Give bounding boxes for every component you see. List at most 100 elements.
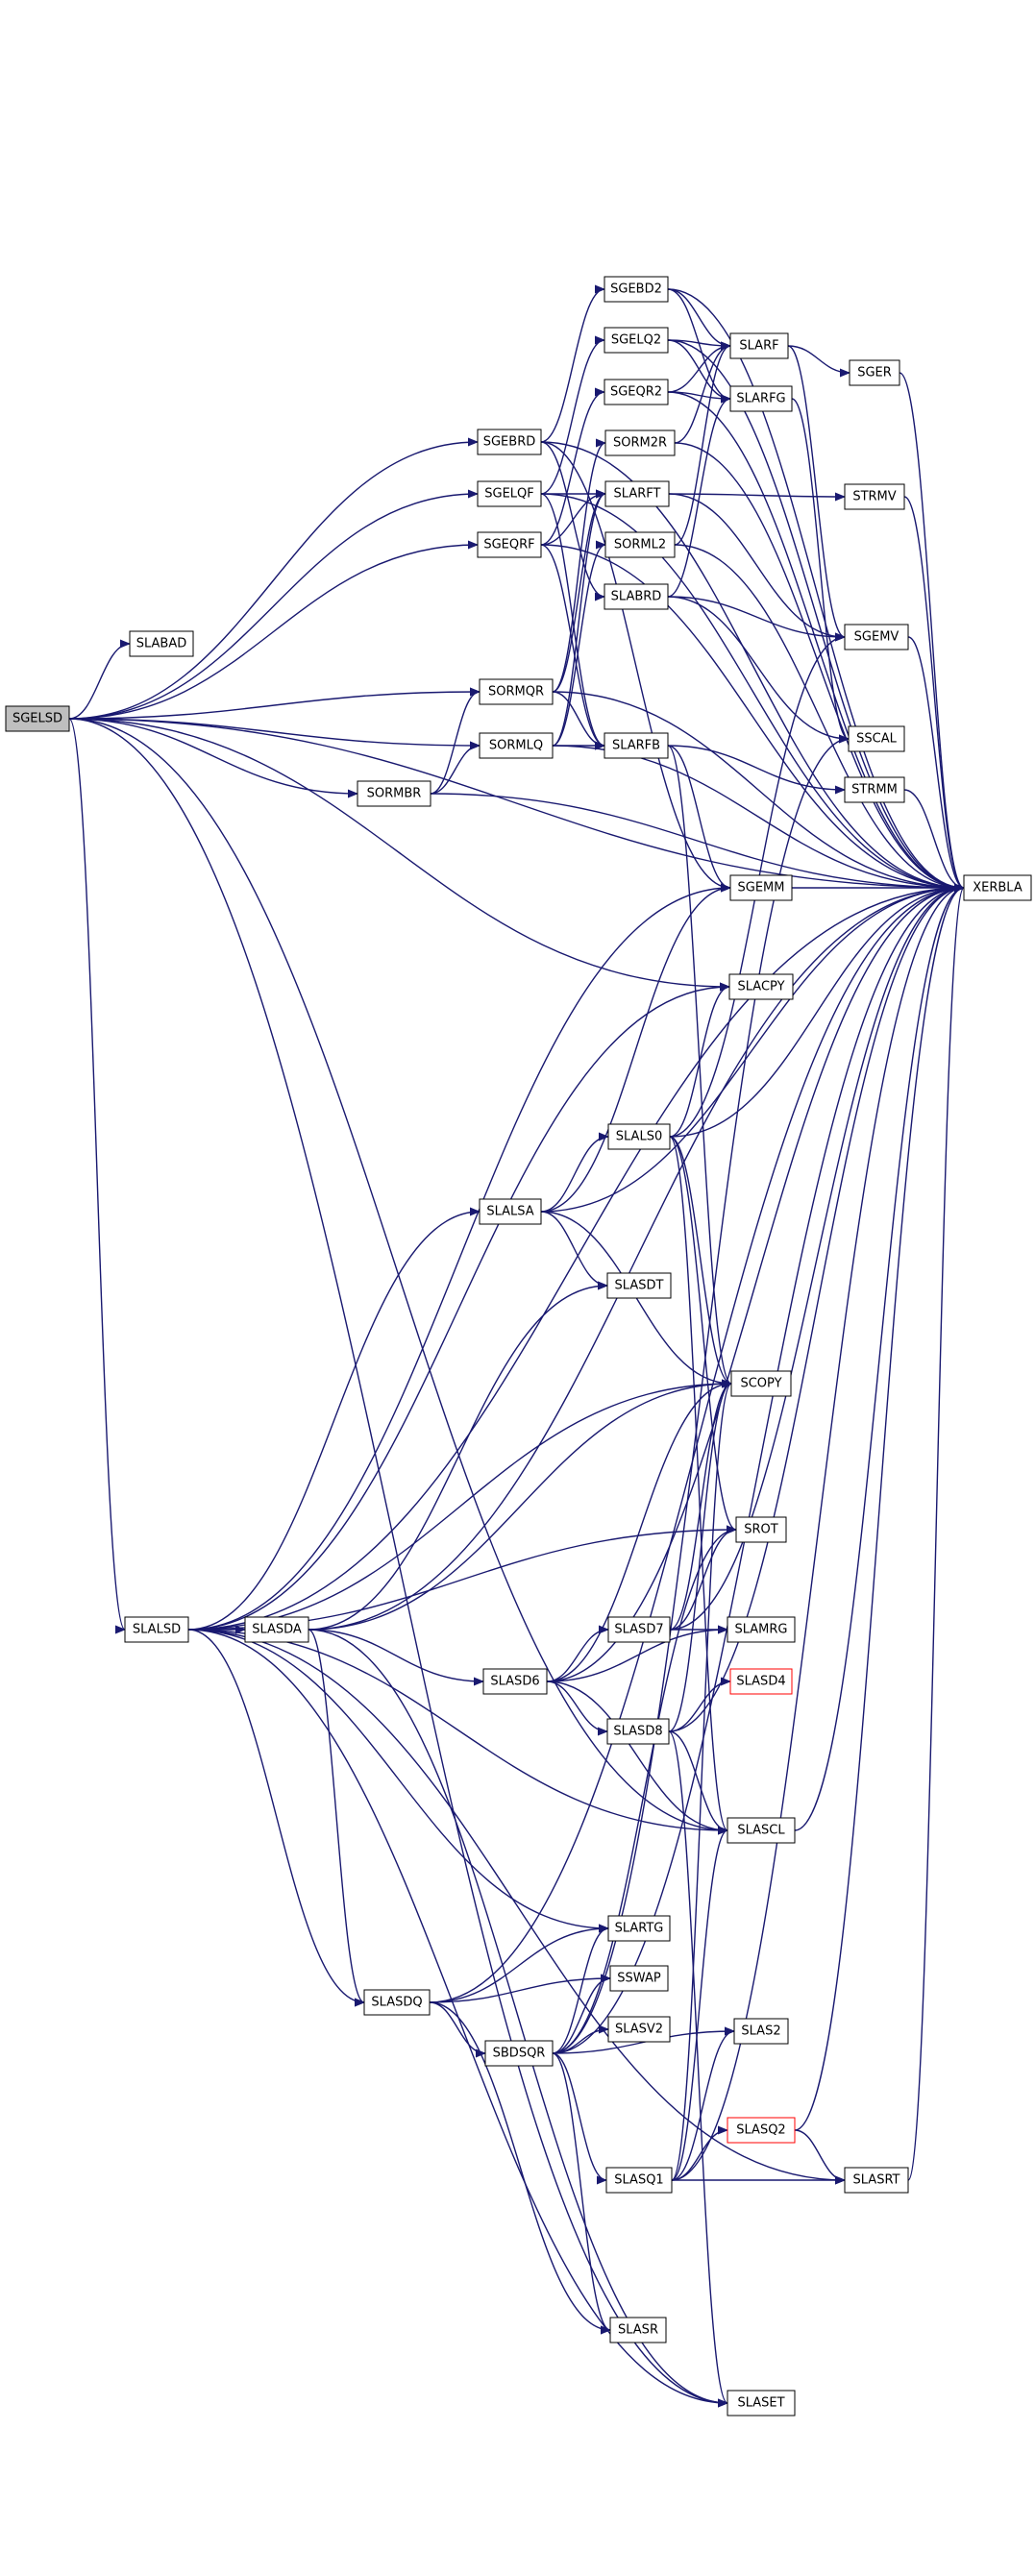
edge-slasdq-to-slasr (429, 2001, 611, 2335)
node-slasq1[interactable]: SLASQ1 (605, 2167, 673, 2194)
node-slarfb[interactable]: SLARFB (604, 732, 669, 759)
edge-slasda-to-slasd6 (308, 1629, 484, 1686)
node-sormbr[interactable]: SORMBR (357, 780, 431, 807)
node-label: SORML2 (614, 538, 666, 552)
node-slaset[interactable]: SLASET (727, 2390, 796, 2417)
node-box (5, 705, 70, 732)
node-sgelq2[interactable]: SGELQ2 (604, 327, 669, 354)
node-sscal[interactable]: SSCAL (848, 725, 905, 752)
node-sormlq[interactable]: SORMLQ (479, 732, 554, 759)
node-slasv2[interactable]: SLASV2 (607, 2016, 671, 2043)
node-box (844, 624, 909, 650)
node-box (844, 2167, 909, 2194)
node-slasda[interactable]: SLASDA (244, 1616, 309, 1643)
node-label: SLASET (737, 2396, 784, 2411)
node-box (479, 678, 554, 705)
node-scopy[interactable]: SCOPY (730, 1370, 792, 1397)
node-slasd4[interactable]: SLASD4 (729, 1668, 793, 1695)
node-sgelsd[interactable]: SGELSD (5, 705, 70, 732)
node-slals0[interactable]: SLALS0 (607, 1123, 671, 1150)
node-sgeqrf[interactable]: SGEQRF (477, 531, 542, 558)
node-slacpy[interactable]: SLACPY (728, 973, 794, 1000)
node-slasdt[interactable]: SLASDT (606, 1272, 672, 1299)
node-slasq2[interactable]: SLASQ2 (727, 2117, 796, 2144)
node-label: SGEBD2 (610, 282, 662, 297)
node-slas2[interactable]: SLAS2 (733, 2018, 789, 2045)
node-box (607, 1616, 671, 1643)
edge-slarfg-to-sscal (791, 398, 850, 744)
node-slalsa[interactable]: SLALSA (479, 1198, 542, 1225)
edge-sgelsd-to-sormbr (68, 718, 358, 798)
edge-sbdsqr-to-slartg (552, 1924, 609, 2054)
node-label: SGELQ2 (611, 333, 661, 348)
node-box (484, 2040, 554, 2067)
node-slasd8[interactable]: SLASD8 (606, 1718, 670, 1745)
node-slasd7[interactable]: SLASD7 (607, 1616, 671, 1643)
node-slartg[interactable]: SLARTG (607, 1915, 671, 1942)
edge-sgelsd-to-sormqr (68, 687, 481, 720)
node-box (604, 327, 669, 354)
node-slasd6[interactable]: SLASD6 (482, 1668, 548, 1695)
edge-slalsd-to-slacpy (187, 982, 730, 1631)
edge-sorml2-to-slarf (674, 341, 731, 546)
node-sorm2r[interactable]: SORM2R (604, 429, 676, 456)
node-box (363, 1989, 431, 2016)
node-label: SGEQR2 (610, 385, 662, 400)
node-slascl[interactable]: SLASCL (727, 1817, 796, 1844)
node-label: SLARFT (614, 487, 661, 502)
edge-slals0-to-slascl (669, 1136, 728, 1835)
node-label: SLASD6 (490, 1675, 539, 1689)
edge-slalsa-to-xerbla (540, 883, 965, 1213)
node-label: SORM2R (613, 436, 667, 451)
edge-sgelsd-to-sgeqrf (68, 540, 479, 720)
edge-slals0-to-srot (669, 1136, 737, 1534)
node-xerbla[interactable]: XERBLA (963, 874, 1032, 901)
node-box (604, 531, 676, 558)
node-label: SLALS0 (616, 1130, 662, 1144)
node-slabad[interactable]: SLABAD (129, 630, 194, 657)
node-sgebrd[interactable]: SGEBRD (477, 429, 542, 455)
node-sgemm[interactable]: SGEMM (729, 874, 793, 901)
edge-slabrd-to-slarfg (667, 394, 731, 598)
node-sgemv[interactable]: SGEMV (844, 624, 909, 650)
edge-slarf-to-sger (787, 345, 850, 378)
node-label: SLASCL (737, 1824, 785, 1838)
edge-slasda-to-slasdq (308, 1629, 365, 2007)
node-slarfg[interactable]: SLARFG (729, 385, 793, 412)
node-slalsd[interactable]: SLALSD (124, 1616, 189, 1643)
node-sgebd2[interactable]: SGEBD2 (604, 276, 669, 303)
node-sgeqr2[interactable]: SGEQR2 (604, 379, 669, 405)
node-sger[interactable]: SGER (849, 359, 900, 386)
edge-slarft-to-sgemv (668, 493, 846, 642)
node-box (730, 1370, 792, 1397)
node-label: XERBLA (973, 881, 1023, 895)
node-label: SLASQ2 (736, 2123, 785, 2138)
node-strmv[interactable]: STRMV (844, 483, 905, 510)
node-slarf[interactable]: SLARF (729, 332, 789, 359)
edge-sormbr-to-xerbla (430, 793, 965, 893)
node-sorml2[interactable]: SORML2 (604, 531, 676, 558)
edge-sormqr-to-slarft (552, 489, 606, 693)
edge-sbdsqr-to-sswap (552, 1974, 611, 2054)
node-box (606, 1272, 672, 1299)
node-sbdsqr[interactable]: SBDSQR (484, 2040, 554, 2067)
node-box (357, 780, 431, 807)
node-srot[interactable]: SROT (735, 1516, 787, 1543)
node-strmm[interactable]: STRMM (844, 776, 905, 803)
node-slamrg[interactable]: SLAMRG (727, 1616, 796, 1643)
node-slasr[interactable]: SLASR (609, 2317, 667, 2343)
edge-slalsd-to-slalsa (187, 1207, 481, 1631)
node-label: SLACPY (737, 980, 784, 994)
edge-sormqr-to-xerbla (552, 691, 965, 893)
node-sormqr[interactable]: SORMQR (479, 678, 554, 705)
node-box (727, 2390, 796, 2417)
node-slarft[interactable]: SLARFT (604, 480, 670, 507)
edge-slasda-to-slaset (308, 1629, 728, 2408)
node-slabrd[interactable]: SLABRD (604, 583, 669, 610)
node-slasrt[interactable]: SLASRT (844, 2167, 909, 2194)
node-slasdq[interactable]: SLASDQ (363, 1989, 431, 2016)
node-sgelqf[interactable]: SGELQF (477, 480, 542, 507)
node-sswap[interactable]: SSWAP (609, 1965, 669, 1992)
node-label: SROT (744, 1523, 778, 1537)
edge-sgelqf-to-xerbla (540, 493, 965, 893)
